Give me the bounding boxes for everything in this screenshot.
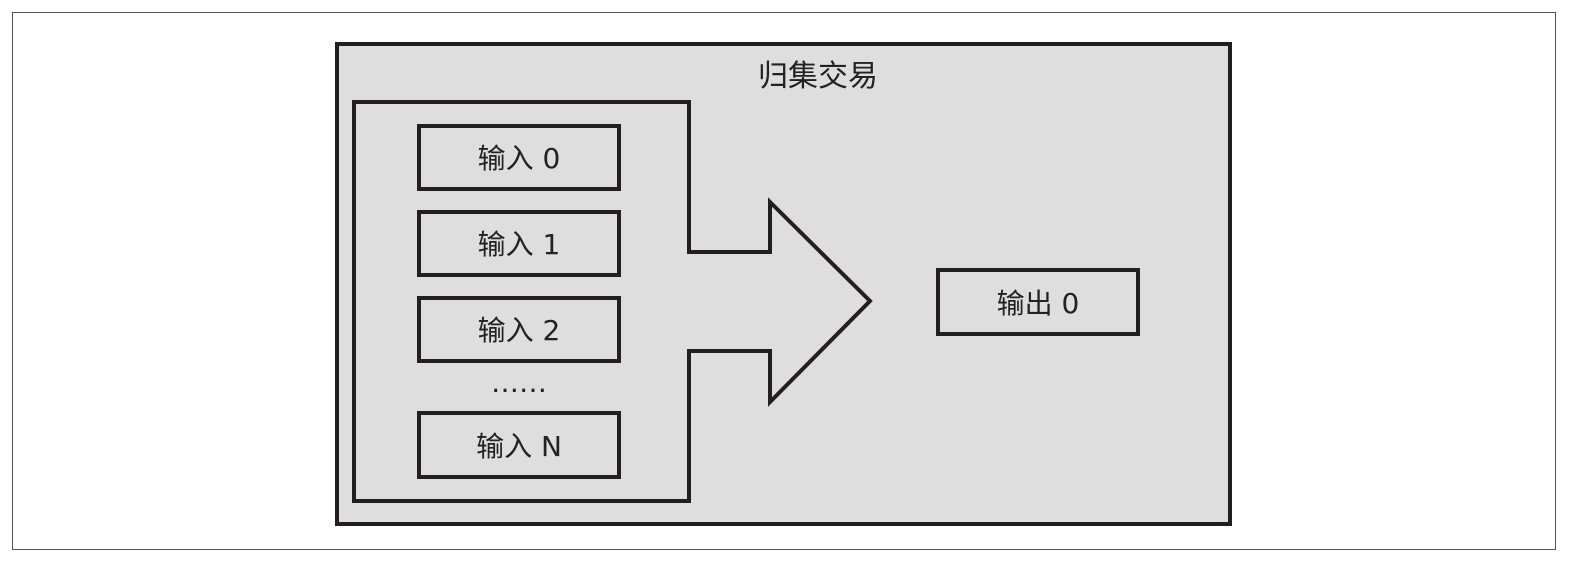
diagram-title: 归集交易 [758,59,878,94]
input-box-0: 输入 0 [417,124,621,191]
input-label: 输入 2 [478,314,561,347]
output-label: 输出 0 [997,287,1080,320]
input-box-2: 输入 2 [417,296,621,363]
output-box-0: 输出 0 [936,268,1140,336]
input-box-n: 输入 N [417,411,621,479]
input-label: 输入 0 [478,142,561,175]
input-box-1: 输入 1 [417,210,621,277]
input-label: 输入 1 [478,228,561,261]
ellipsis: …… [491,366,547,399]
input-label: 输入 N [476,430,562,463]
